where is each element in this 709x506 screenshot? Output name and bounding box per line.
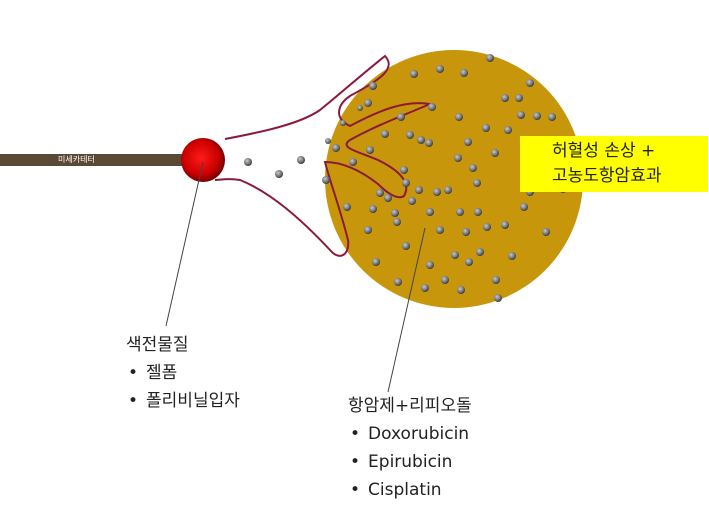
lipiodol-droplet: [515, 94, 523, 102]
lipiodol-droplet: [474, 208, 482, 216]
lipiodol-droplet: [441, 276, 449, 284]
embolic-list: 젤폼 폴리비닐입자: [126, 359, 240, 415]
drug-list: Doxorubicin Epirubicin Cisplatin: [348, 420, 472, 504]
embolic-title: 색전물질: [126, 335, 189, 355]
effect-line-1: 허혈성 손상 +: [552, 141, 656, 161]
lipiodol-droplet: [469, 164, 477, 172]
lipiodol-droplet: [349, 158, 357, 166]
lipiodol-droplet: [366, 146, 374, 154]
drug-label: 항암제+리피오돌 Doxorubicin Epirubicin Cisplati…: [348, 392, 472, 504]
lipiodol-droplet: [486, 54, 494, 62]
lipiodol-droplet: [464, 138, 472, 146]
lipiodol-droplet: [397, 113, 405, 121]
lipiodol-droplet: [332, 144, 340, 152]
lipiodol-droplets: [244, 54, 567, 302]
lipiodol-droplet: [462, 228, 470, 236]
lipiodol-droplet: [436, 226, 444, 234]
lipiodol-droplet: [473, 179, 481, 187]
lipiodol-droplet: [491, 149, 499, 157]
lipiodol-droplet: [394, 278, 402, 286]
lipiodol-droplet: [460, 69, 468, 77]
lipiodol-droplet: [520, 203, 528, 211]
lipiodol-droplet: [364, 99, 372, 107]
lipiodol-droplet: [415, 186, 423, 194]
lipiodol-droplet: [376, 189, 384, 197]
microcatheter-label: 미세카테터: [58, 155, 95, 164]
lipiodol-droplet: [325, 138, 331, 144]
embolic-item: 폴리비닐입자: [126, 387, 240, 415]
drug-title: 항암제+리피오돌: [348, 396, 472, 416]
lipiodol-droplet: [408, 197, 416, 205]
blood-vessel: [214, 54, 434, 257]
lipiodol-droplet: [369, 82, 377, 90]
lipiodol-droplet: [455, 113, 463, 121]
lipiodol-droplet: [476, 248, 484, 256]
lipiodol-droplet: [391, 209, 399, 217]
lipiodol-droplet: [384, 194, 392, 202]
lipiodol-droplet: [444, 186, 452, 194]
lipiodol-droplet: [433, 188, 441, 196]
lipiodol-droplet: [406, 131, 414, 139]
lipiodol-droplet: [426, 261, 434, 269]
lipiodol-droplet: [417, 136, 425, 144]
lipiodol-droplet: [482, 124, 490, 132]
lipiodol-droplet: [451, 251, 459, 259]
lipiodol-droplet: [457, 286, 465, 294]
lipiodol-droplet: [494, 294, 502, 302]
lipiodol-droplet: [381, 130, 389, 138]
effect-callout: 허혈성 손상 + 고농도항암효과: [520, 136, 708, 192]
lipiodol-droplet: [372, 258, 380, 266]
lipiodol-droplet: [517, 111, 525, 119]
microcatheter: [0, 154, 184, 166]
lipiodol-droplet: [343, 203, 351, 211]
lipiodol-droplet: [425, 139, 433, 147]
lipiodol-droplet: [454, 154, 462, 162]
lipiodol-droplet: [526, 79, 534, 87]
lipiodol-droplet: [364, 226, 372, 234]
embolic-label: 색전물질 젤폼 폴리비닐입자: [126, 331, 240, 415]
lipiodol-droplet: [421, 284, 429, 292]
lipiodol-droplet: [244, 158, 252, 166]
lipiodol-droplet: [542, 228, 550, 236]
lipiodol-droplet: [402, 242, 410, 250]
lipiodol-droplet: [501, 221, 509, 229]
lipiodol-droplet: [340, 120, 346, 126]
drug-item: Doxorubicin: [348, 420, 472, 448]
lipiodol-droplet: [436, 65, 444, 73]
lipiodol-droplet: [297, 156, 305, 164]
embolic-item: 젤폼: [126, 359, 240, 387]
drug-item: Cisplatin: [348, 476, 472, 504]
drug-leader-line: [387, 227, 426, 393]
embolic-particle: [181, 138, 225, 182]
lipiodol-droplet: [508, 252, 516, 260]
lipiodol-droplet: [548, 113, 556, 121]
lipiodol-droplet: [504, 126, 512, 134]
lipiodol-droplet: [428, 103, 436, 111]
lipiodol-droplet: [501, 94, 509, 102]
lipiodol-droplet: [483, 223, 491, 231]
lipiodol-droplet: [393, 218, 401, 226]
embolic-leader-line: [165, 161, 204, 327]
lipiodol-droplet: [456, 208, 464, 216]
lipiodol-droplet: [426, 208, 434, 216]
lipiodol-droplet: [275, 170, 283, 178]
lipiodol-droplet: [357, 105, 363, 111]
lipiodol-droplet: [465, 258, 473, 266]
drug-item: Epirubicin: [348, 448, 472, 476]
lipiodol-droplet: [322, 176, 330, 184]
lipiodol-droplet: [402, 179, 410, 187]
lipiodol-droplet: [533, 112, 541, 120]
lipiodol-droplet: [492, 276, 500, 284]
lipiodol-droplet: [400, 166, 408, 174]
lipiodol-droplet: [369, 205, 377, 213]
effect-line-2: 고농도항암효과: [552, 166, 662, 186]
lipiodol-droplet: [410, 70, 418, 78]
